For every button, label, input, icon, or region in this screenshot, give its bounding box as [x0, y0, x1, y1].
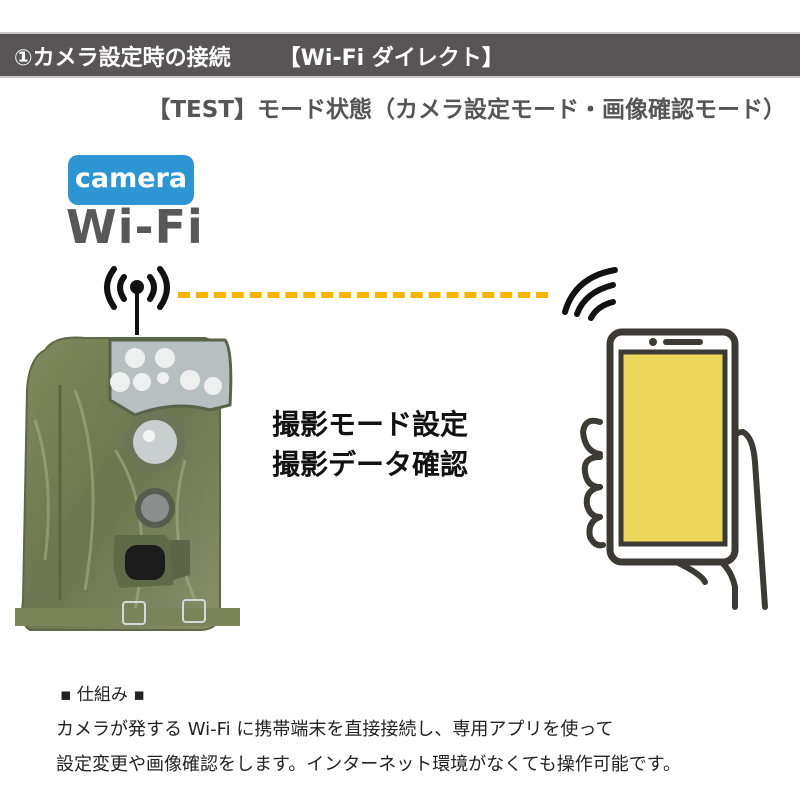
center-caption-line1: 撮影モード設定 [272, 408, 469, 441]
description-line1: カメラが発する Wi-Fi に携帯端末を直接接続し、専用アプリを使って [56, 719, 614, 740]
phone-signal-icon [562, 267, 618, 321]
wifi-logo-text: Wi-Fi [66, 200, 204, 254]
center-caption-line2: 撮影データ確認 [272, 448, 469, 481]
header-title: ①カメラ設定時の接続 【Wi-Fi ダイレクト】 [14, 40, 504, 72]
trail-camera-image [15, 336, 240, 631]
camera-badge: camera [68, 155, 194, 205]
wifi-signal-icon [104, 266, 170, 335]
mode-subtitle: 【TEST】モード状態（カメラ設定モード・画像確認モード） [147, 97, 786, 123]
connection-dashed-line [178, 292, 548, 298]
mechanism-heading: ▪ 仕組み ▪ [60, 685, 145, 705]
header-bar: ①カメラ設定時の接続 【Wi-Fi ダイレクト】 [0, 32, 800, 78]
description-line2: 設定変更や画像確認をします。インターネット環境がなくても操作可能です。 [56, 754, 681, 775]
header-tag: 【Wi-Fi ダイレクト】 [278, 46, 504, 71]
header-title-text: ①カメラ設定時の接続 [14, 46, 231, 71]
smartphone-hand-icon [562, 267, 768, 610]
mechanism-description: カメラが発する Wi-Fi に携帯端末を直接接続し、専用アプリを使って 設定変更… [56, 712, 681, 782]
center-caption: 撮影モード設定 撮影データ確認 [272, 405, 468, 485]
